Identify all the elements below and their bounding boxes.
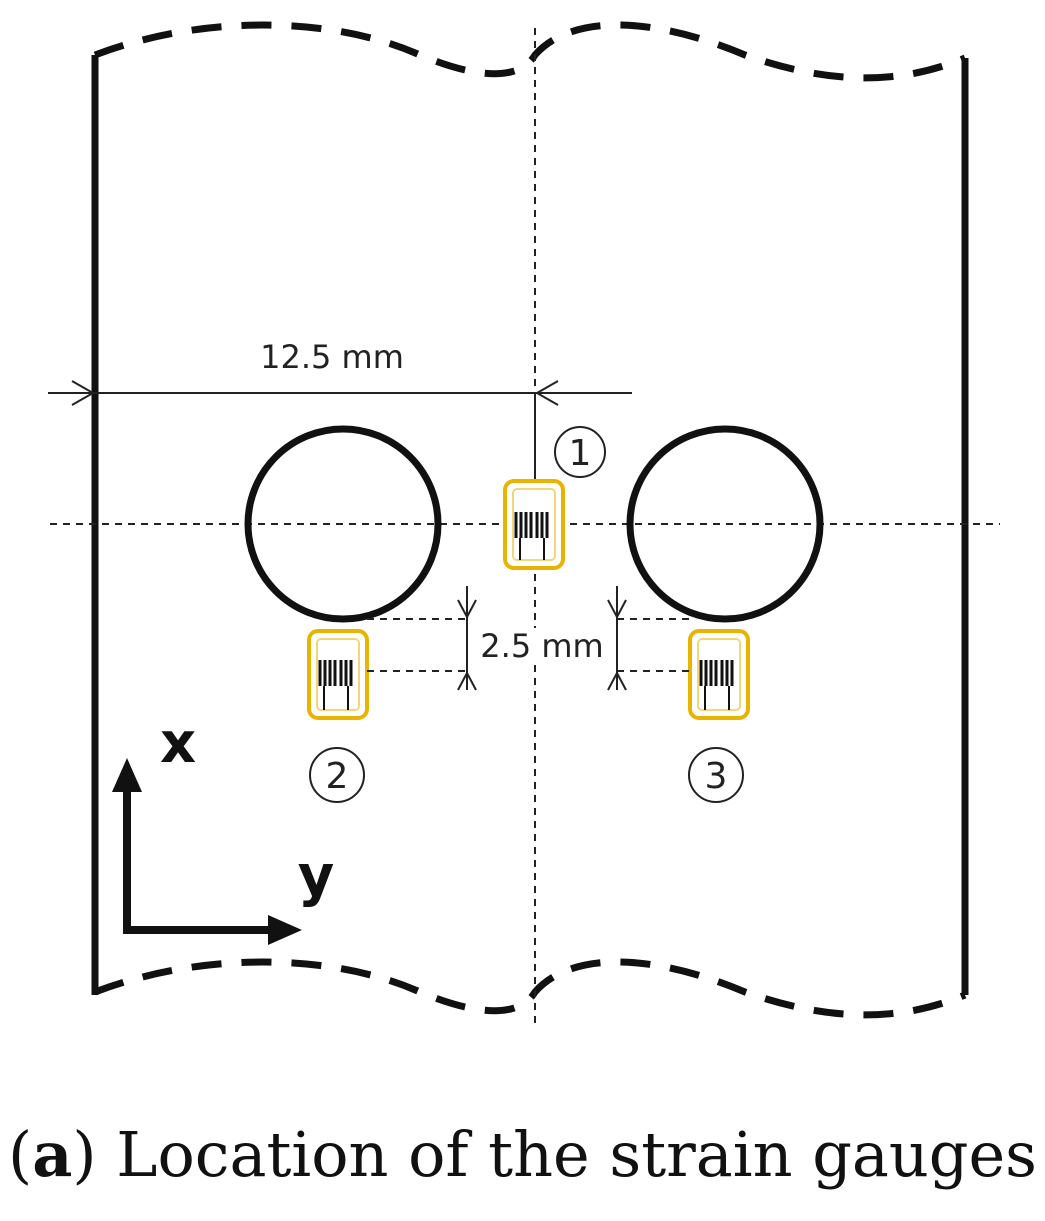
figure-caption: (a) Location of the strain gauges [7, 1118, 1037, 1191]
offset-dimension [367, 586, 690, 691]
arrow-up-icon [457, 670, 477, 691]
x-axis-label: x [160, 711, 196, 776]
arrow-down-icon [607, 599, 627, 620]
strain-gauge-1 [503, 479, 565, 570]
top-break-line [93, 21, 967, 82]
width-dimension-label: 12.5 mm [260, 338, 404, 376]
strain-gauge-3 [688, 629, 750, 720]
width-dimension [48, 380, 632, 406]
caption-text: Location of the strain gauges [116, 1118, 1037, 1191]
gauge-1-number: 1 [554, 426, 606, 478]
coordinate-axes [112, 758, 302, 945]
bottom-break-line [93, 958, 967, 1019]
left-hole [244, 425, 442, 623]
gauge-2-number: 2 [309, 747, 365, 803]
svg-text:3: 3 [705, 756, 728, 797]
svg-text:2: 2 [326, 756, 349, 797]
gauge-3-number: 3 [688, 747, 744, 803]
arrow-right-icon [71, 380, 96, 406]
right-hole [626, 425, 824, 623]
svg-text:1: 1 [569, 433, 592, 474]
arrow-left-icon [534, 380, 559, 406]
offset-dimension-label: 2.5 mm [480, 627, 603, 665]
y-axis-label: y [298, 844, 335, 909]
arrow-up-icon [607, 670, 627, 691]
strain-gauge-2 [307, 629, 369, 720]
specimen-diagram: 12.5 mm 1 [48, 21, 1000, 1025]
caption-tag: a [32, 1118, 73, 1191]
arrow-down-icon [457, 599, 477, 620]
arrow-up-icon [112, 758, 142, 792]
arrow-right-icon [268, 915, 302, 945]
